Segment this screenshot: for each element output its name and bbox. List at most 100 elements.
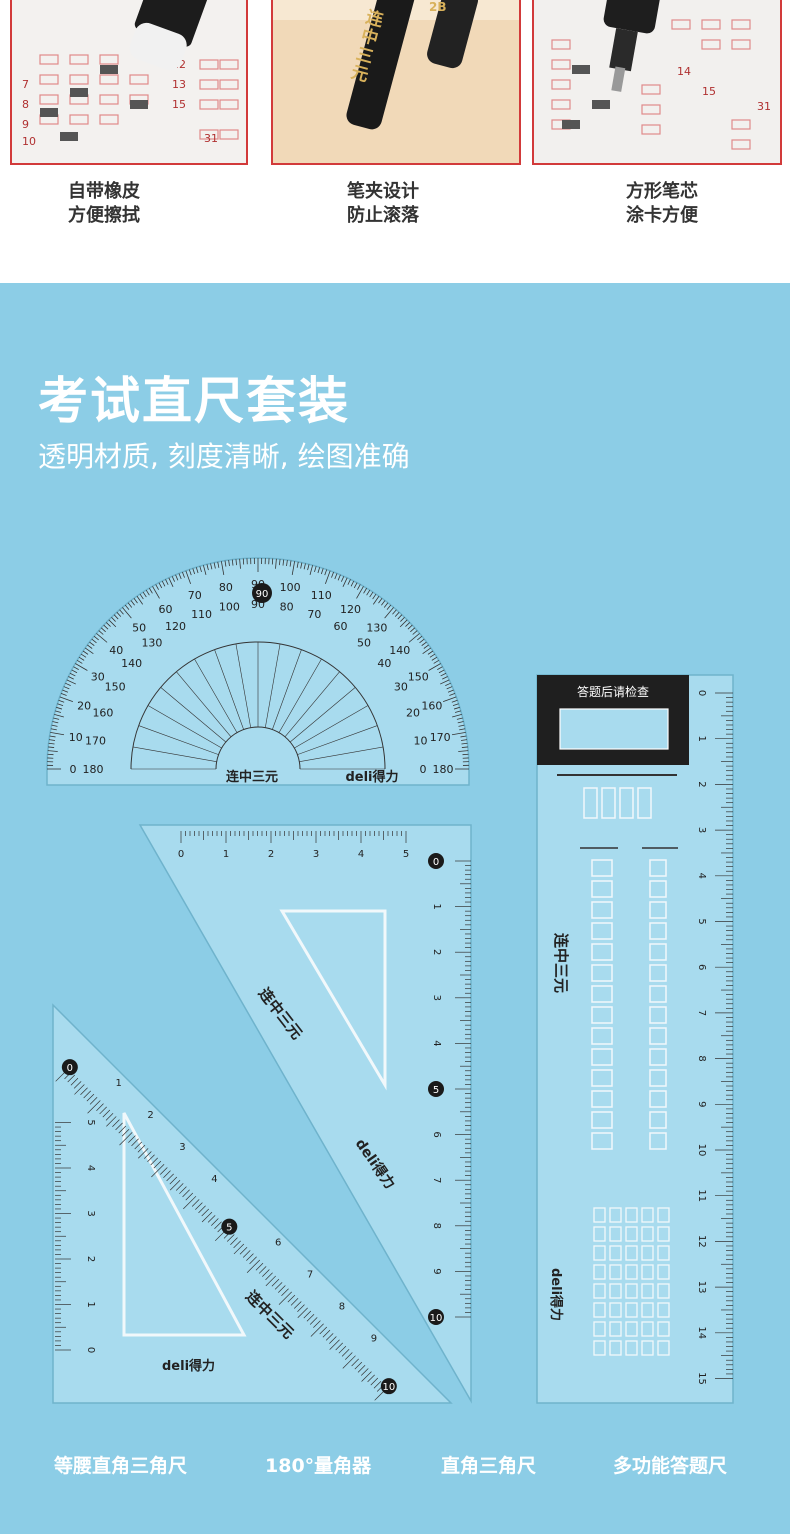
iso-triangle-diag-tick bbox=[169, 1179, 181, 1191]
protractor-tick bbox=[82, 650, 89, 655]
iso-triangle-diag-tick bbox=[112, 1119, 120, 1127]
iso-triangle-diag-label: 2 bbox=[147, 1110, 153, 1121]
protractor-outer-label: 110 bbox=[311, 589, 332, 602]
svg-text:15: 15 bbox=[172, 98, 186, 111]
answer-grid-cell bbox=[593, 1226, 606, 1242]
protractor-ray bbox=[272, 649, 302, 730]
iso-triangle-diag-label: 3 bbox=[179, 1142, 185, 1153]
protractor-tick bbox=[192, 568, 196, 575]
protractor-tick bbox=[331, 571, 334, 578]
answer-grid-cell bbox=[593, 1340, 606, 1356]
iso-triangle-diag-tick bbox=[281, 1288, 289, 1297]
iso-triangle-diag-tick bbox=[121, 1128, 130, 1137]
iso-triangle-diag-tick bbox=[306, 1313, 315, 1322]
iso-triangle-diag-tick bbox=[278, 1285, 286, 1293]
iso-triangle-diag-tick bbox=[341, 1349, 350, 1357]
protractor-tick bbox=[52, 721, 59, 724]
protractor-tick bbox=[317, 567, 321, 574]
protractor-tick bbox=[442, 676, 448, 680]
iso-triangle-diag-tick bbox=[293, 1301, 302, 1309]
protractor-tick bbox=[89, 641, 95, 646]
iso-triangle-diag-tick bbox=[345, 1352, 353, 1360]
protractor-tick bbox=[412, 630, 418, 635]
answer-grid-cell bbox=[641, 1302, 654, 1318]
iso-triangle-diag-tick bbox=[249, 1256, 257, 1265]
protractor-outer-label: 10 bbox=[69, 731, 83, 744]
protractor-tick bbox=[347, 579, 351, 585]
answer-grid-cell bbox=[593, 1283, 606, 1299]
answer-grid-cell bbox=[641, 1283, 654, 1299]
photo-frame bbox=[10, 0, 248, 165]
protractor-tick bbox=[386, 604, 392, 610]
iso-triangle-diag-tick bbox=[131, 1138, 139, 1147]
protractor-inner-label: 40 bbox=[377, 657, 391, 670]
protractor-tick bbox=[459, 728, 466, 731]
right-triangle-top-label: 5 bbox=[403, 849, 409, 860]
protractor-tick bbox=[363, 587, 368, 594]
protractor-tick bbox=[228, 559, 230, 567]
protractor-tick bbox=[48, 742, 55, 745]
pencil-grade: 2B bbox=[429, 0, 447, 14]
protractor-outer-label: 40 bbox=[109, 644, 123, 657]
answer-box bbox=[591, 880, 613, 898]
protractor-tick bbox=[342, 577, 348, 588]
answer-box bbox=[649, 880, 667, 898]
protractor-tick bbox=[428, 663, 441, 671]
answer-grid-cell bbox=[657, 1245, 670, 1261]
answer-grid-cell bbox=[657, 1226, 670, 1242]
svg-text:10: 10 bbox=[22, 135, 36, 148]
iso-triangle-diag-label: 5 bbox=[226, 1223, 232, 1234]
protractor-outer-label: 150 bbox=[408, 671, 429, 684]
right-triangle-marker bbox=[428, 1309, 444, 1325]
feature-caption-eraser: 自带橡皮 方便擦拭 bbox=[4, 180, 204, 228]
iso-triangle-diag-tick bbox=[207, 1215, 216, 1223]
iso-triangle-diag-tick bbox=[246, 1253, 254, 1261]
answer-ruler-label: 6 bbox=[696, 964, 707, 970]
iso-triangle-diag-tick bbox=[166, 1173, 174, 1182]
protractor-inner-label: 170 bbox=[85, 734, 106, 747]
answer-grid-cell bbox=[625, 1302, 638, 1318]
protractor-tick bbox=[291, 561, 296, 576]
protractor-tick bbox=[93, 635, 99, 641]
protractor-tick bbox=[372, 595, 380, 605]
answer-ruler-label: 9 bbox=[696, 1101, 707, 1107]
protractor-tick bbox=[158, 582, 163, 589]
answer-ruler-label: 11 bbox=[696, 1189, 707, 1202]
answer-grid-cell bbox=[593, 1264, 606, 1280]
protractor-tick bbox=[139, 593, 144, 600]
section-title: 考试直尺套装 bbox=[38, 372, 350, 430]
protractor-outer-label: 60 bbox=[159, 603, 173, 616]
caption-line: 自带橡皮 bbox=[68, 181, 140, 202]
answer-grid-cell bbox=[641, 1264, 654, 1280]
answer-grid-cell bbox=[641, 1321, 654, 1337]
protractor-outer-label: 30 bbox=[91, 671, 105, 684]
protractor-tick bbox=[383, 602, 389, 608]
protractor-tick bbox=[366, 589, 371, 596]
protractor-ray bbox=[289, 687, 356, 743]
iso-triangle-diag-tick bbox=[151, 1164, 165, 1178]
iso-triangle-diag-tick bbox=[183, 1195, 197, 1210]
iso-triangle-diag-label: 7 bbox=[307, 1270, 313, 1281]
protractor-tick bbox=[69, 672, 76, 677]
protractor-tick bbox=[148, 587, 153, 594]
protractor-tick bbox=[421, 641, 427, 646]
protractor-tick bbox=[80, 653, 87, 658]
answer-ruler-label: 15 bbox=[696, 1372, 707, 1385]
svg-text:31: 31 bbox=[204, 132, 218, 145]
protractor-inner-label: 180 bbox=[83, 763, 104, 776]
photo-frame bbox=[532, 0, 782, 165]
protractor-tick bbox=[431, 656, 438, 661]
right-triangle-top-label: 4 bbox=[358, 849, 364, 860]
protractor-tick bbox=[438, 669, 445, 674]
protractor-tick bbox=[231, 559, 234, 566]
svg-text:31: 31 bbox=[757, 100, 771, 113]
iso-triangle-diag-tick bbox=[137, 1144, 146, 1153]
protractor-tick bbox=[75, 663, 88, 671]
label-iso-triangle: 等腰直角三角尺 bbox=[54, 1455, 188, 1477]
iso-triangle-diag-tick bbox=[73, 1081, 82, 1089]
iso-triangle-diag-tick bbox=[201, 1211, 213, 1223]
protractor-tick bbox=[54, 714, 64, 718]
